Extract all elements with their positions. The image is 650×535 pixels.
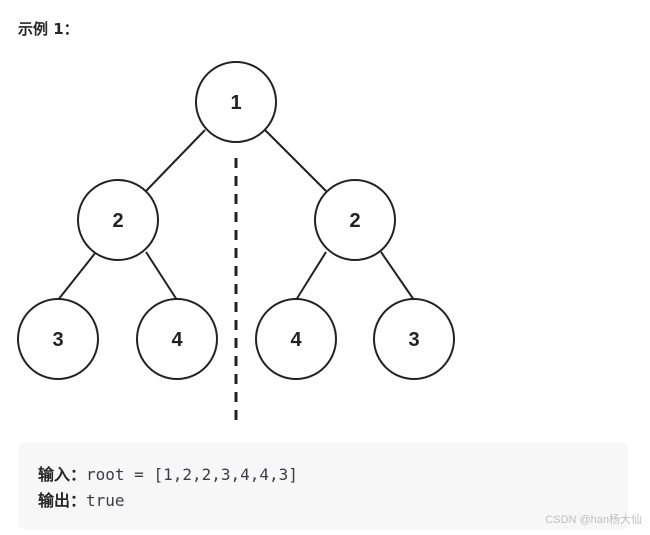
example-heading: 示例 1： (18, 20, 79, 38)
node-label: 4 (171, 329, 183, 351)
output-label: 输出： (38, 491, 87, 510)
tree-node-leaf-1: 3 (17, 298, 99, 380)
node-label: 3 (52, 329, 63, 351)
tree-node-left-child: 2 (77, 179, 159, 261)
tree-node-root: 1 (195, 61, 277, 143)
edge-1-2l (145, 129, 206, 192)
output-line: 输出：true (38, 488, 608, 514)
node-label: 2 (112, 210, 123, 232)
edge-2r-3r (380, 251, 415, 301)
tree-node-leaf-4: 3 (373, 298, 455, 380)
output-value: true (86, 491, 125, 510)
input-label: 输入： (38, 465, 87, 484)
tree-diagram: 1 2 2 3 4 4 3 (17, 61, 455, 422)
watermark: CSDN @han杨大仙 (545, 514, 642, 526)
node-label: 1 (230, 92, 241, 114)
node-label: 3 (408, 329, 419, 351)
edge-1-2r (264, 129, 327, 192)
tree-node-right-child: 2 (314, 179, 396, 261)
input-value: root = [1,2,2,3,4,4,3] (86, 465, 298, 484)
node-label: 4 (290, 329, 302, 351)
example-io-block: 输入：root = [1,2,2,3,4,4,3] 输出：true (18, 442, 628, 530)
edge-2l-3l (57, 251, 97, 301)
tree-node-leaf-2: 4 (136, 298, 218, 380)
edge-2r-4r (295, 251, 327, 301)
tree-node-leaf-3: 4 (255, 298, 337, 380)
edge-2l-4l (145, 251, 178, 301)
input-line: 输入：root = [1,2,2,3,4,4,3] (38, 462, 608, 488)
node-label: 2 (349, 210, 360, 232)
